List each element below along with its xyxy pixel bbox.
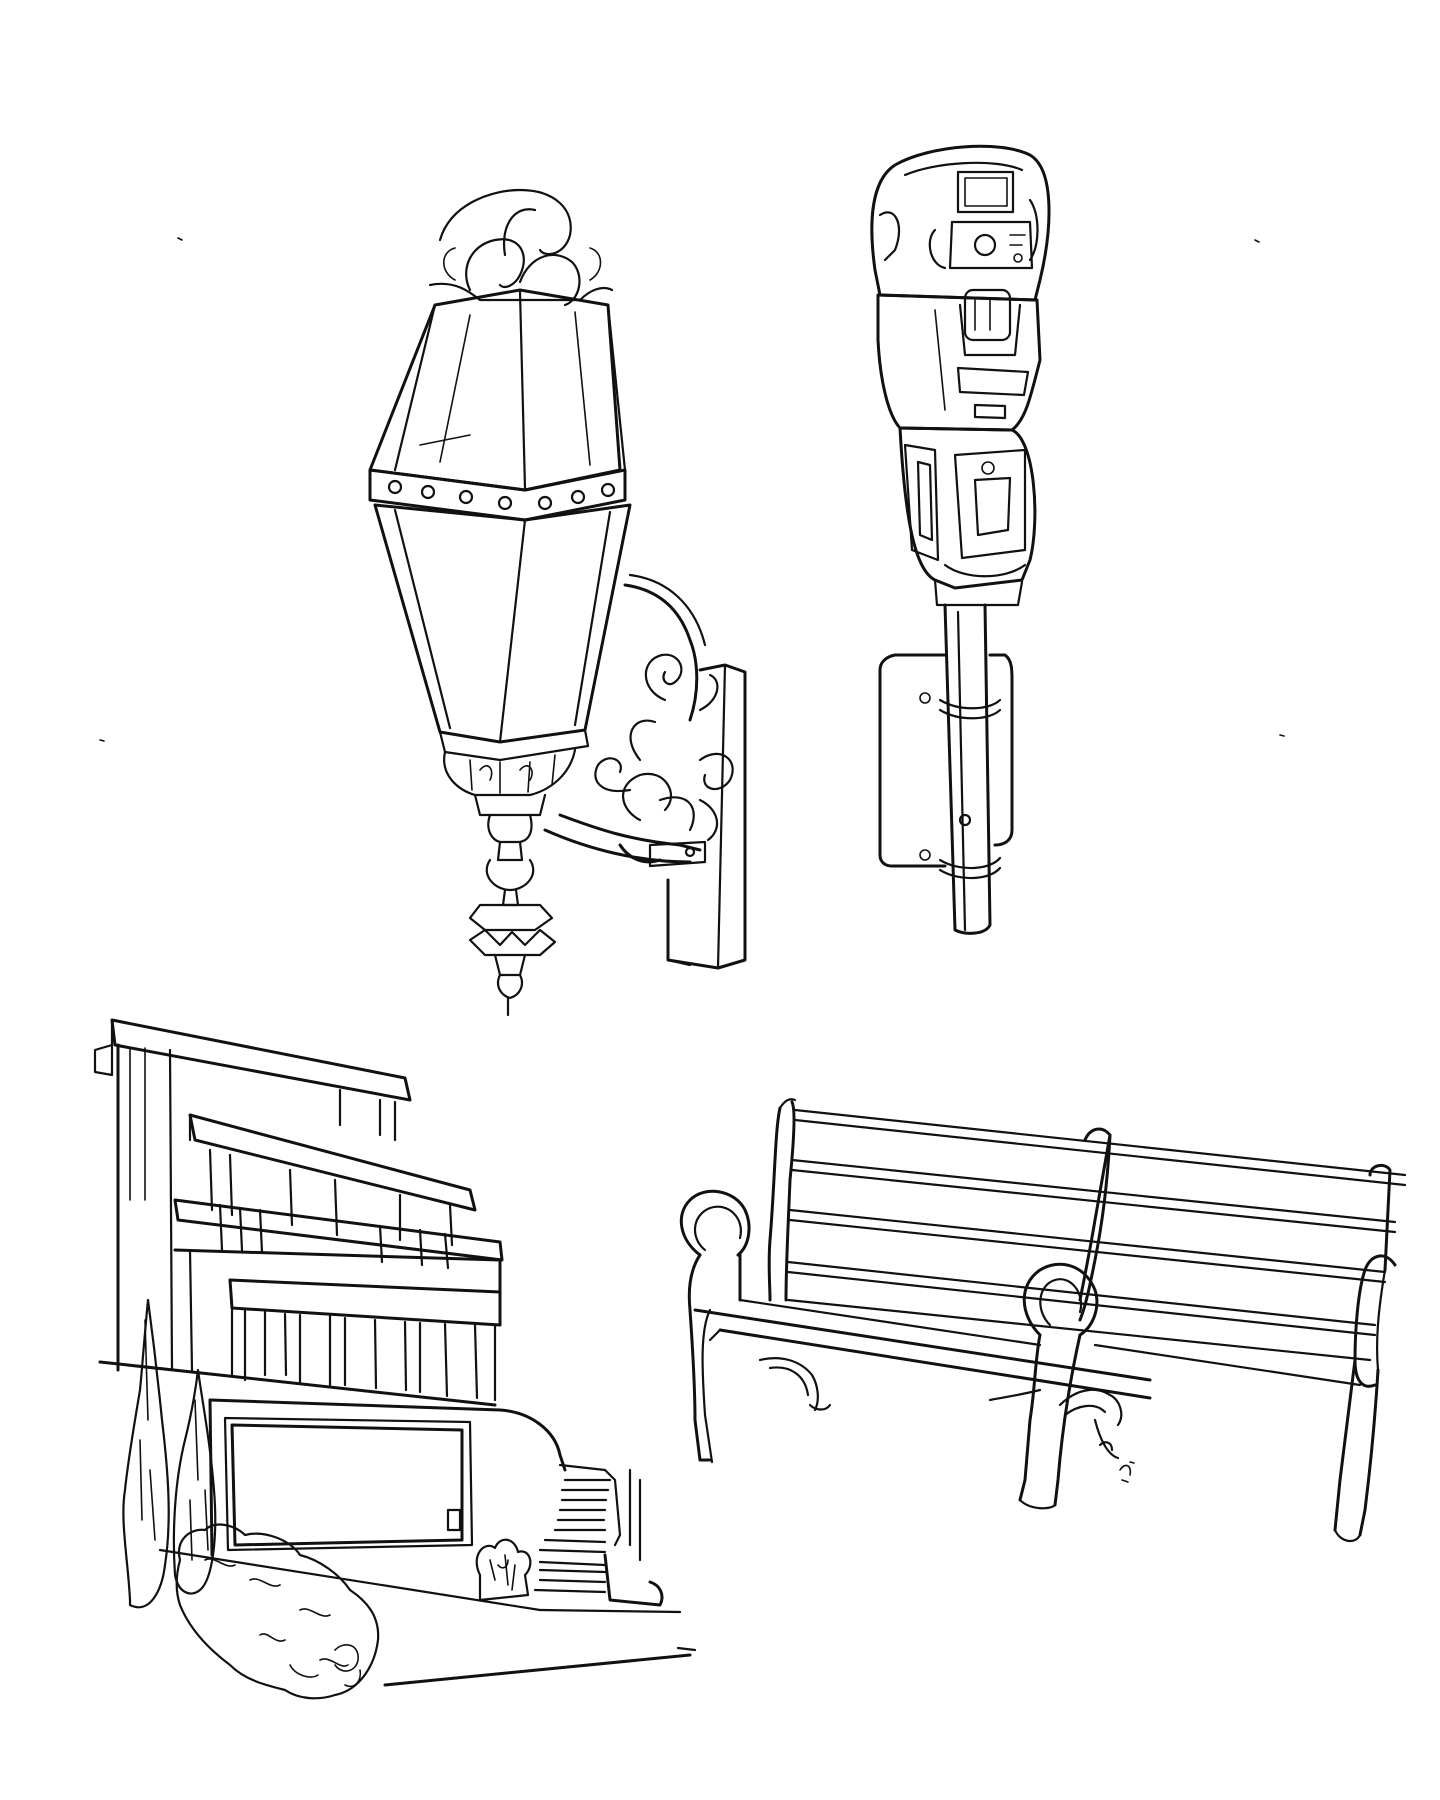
wall-lantern xyxy=(368,188,747,1017)
modern-house xyxy=(93,1018,697,1700)
park-bench xyxy=(679,1098,1407,1543)
parking-meter xyxy=(870,144,1051,935)
paper-specks xyxy=(99,237,1285,1464)
